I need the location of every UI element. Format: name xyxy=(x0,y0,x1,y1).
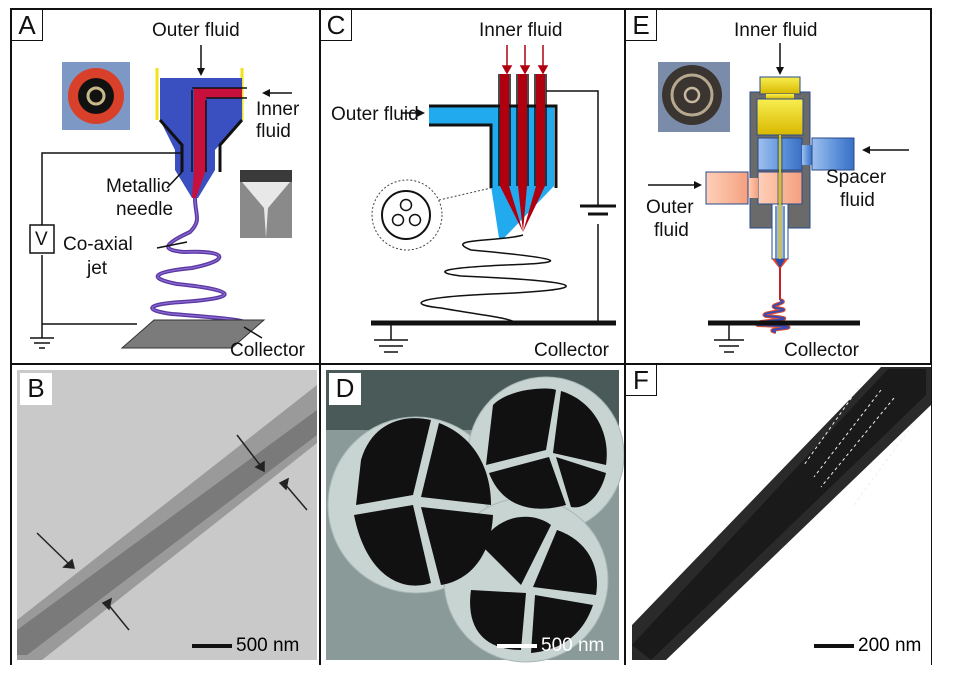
panel-label: D xyxy=(329,373,361,405)
scale-bar-label: 200 nm xyxy=(858,635,922,656)
scale-bar-label: 500 nm xyxy=(541,635,605,656)
panel-label: F xyxy=(626,365,657,396)
collector-label: Collector xyxy=(784,340,859,361)
inner-fluid-label-1: Inner xyxy=(256,99,300,120)
panel-f: F 200 nm xyxy=(626,365,931,665)
scale-bar: 500 nm xyxy=(192,635,299,657)
tem-micrograph-triaxial-fiber xyxy=(632,367,931,660)
coaxial-jet-label-1: Co-axial xyxy=(63,234,133,255)
spacer-fluid-label-1: Spacer xyxy=(826,167,887,188)
spacer-fluid-label-2: fluid xyxy=(840,190,875,211)
triaxial-electrospinning-diagram xyxy=(648,43,909,353)
voltage-label: V xyxy=(35,229,48,250)
divider-horizontal xyxy=(10,363,932,365)
collector-label: Collector xyxy=(534,340,609,361)
scale-bar: 200 nm xyxy=(814,635,921,657)
metallic-needle-label-2: needle xyxy=(116,199,174,220)
multi-channel-electrospinning-diagram xyxy=(371,45,616,353)
inner-fluid-label: Inner fluid xyxy=(734,20,818,41)
coaxial-jet-label-2: jet xyxy=(87,258,108,279)
panel-e: E xyxy=(626,10,931,363)
collector-label: Collector xyxy=(230,340,305,361)
nozzle-photo xyxy=(62,62,130,130)
outer-fluid-label: Outer fluid xyxy=(152,20,240,41)
sem-micrograph-multichannel-tubes xyxy=(326,370,624,663)
panel-d: D 500 nm xyxy=(321,365,624,665)
taylor-cone-photo xyxy=(240,170,292,238)
metallic-needle-label-1: Metallic xyxy=(106,176,171,197)
outer-fluid-label-2: fluid xyxy=(654,220,689,241)
divider-vertical-1 xyxy=(319,8,321,665)
panel-label: C xyxy=(321,10,352,41)
inner-fluid-label: Inner fluid xyxy=(479,20,563,41)
panel-b: B 500 nm xyxy=(12,365,319,665)
panel-c: C xyxy=(321,10,624,363)
panel-label: B xyxy=(20,373,52,405)
coaxial-electrospinning-diagram xyxy=(29,45,292,349)
scale-bar: 500 nm xyxy=(497,635,604,657)
scale-bar-line xyxy=(192,644,232,648)
panel-label: A xyxy=(12,10,43,41)
inner-fluid-label-2: fluid xyxy=(256,121,291,142)
nozzle-photo xyxy=(658,62,730,132)
panel-label: E xyxy=(626,10,657,41)
outer-fluid-label: Outer fluid xyxy=(331,104,419,125)
outer-fluid-label-1: Outer xyxy=(646,197,694,218)
panel-a: A xyxy=(12,10,319,363)
scale-bar-line xyxy=(814,644,854,648)
scale-bar-label: 500 nm xyxy=(236,635,300,656)
scale-bar-line xyxy=(497,644,537,648)
divider-vertical-2 xyxy=(624,8,626,665)
tem-micrograph-coaxial-fiber xyxy=(17,370,317,660)
